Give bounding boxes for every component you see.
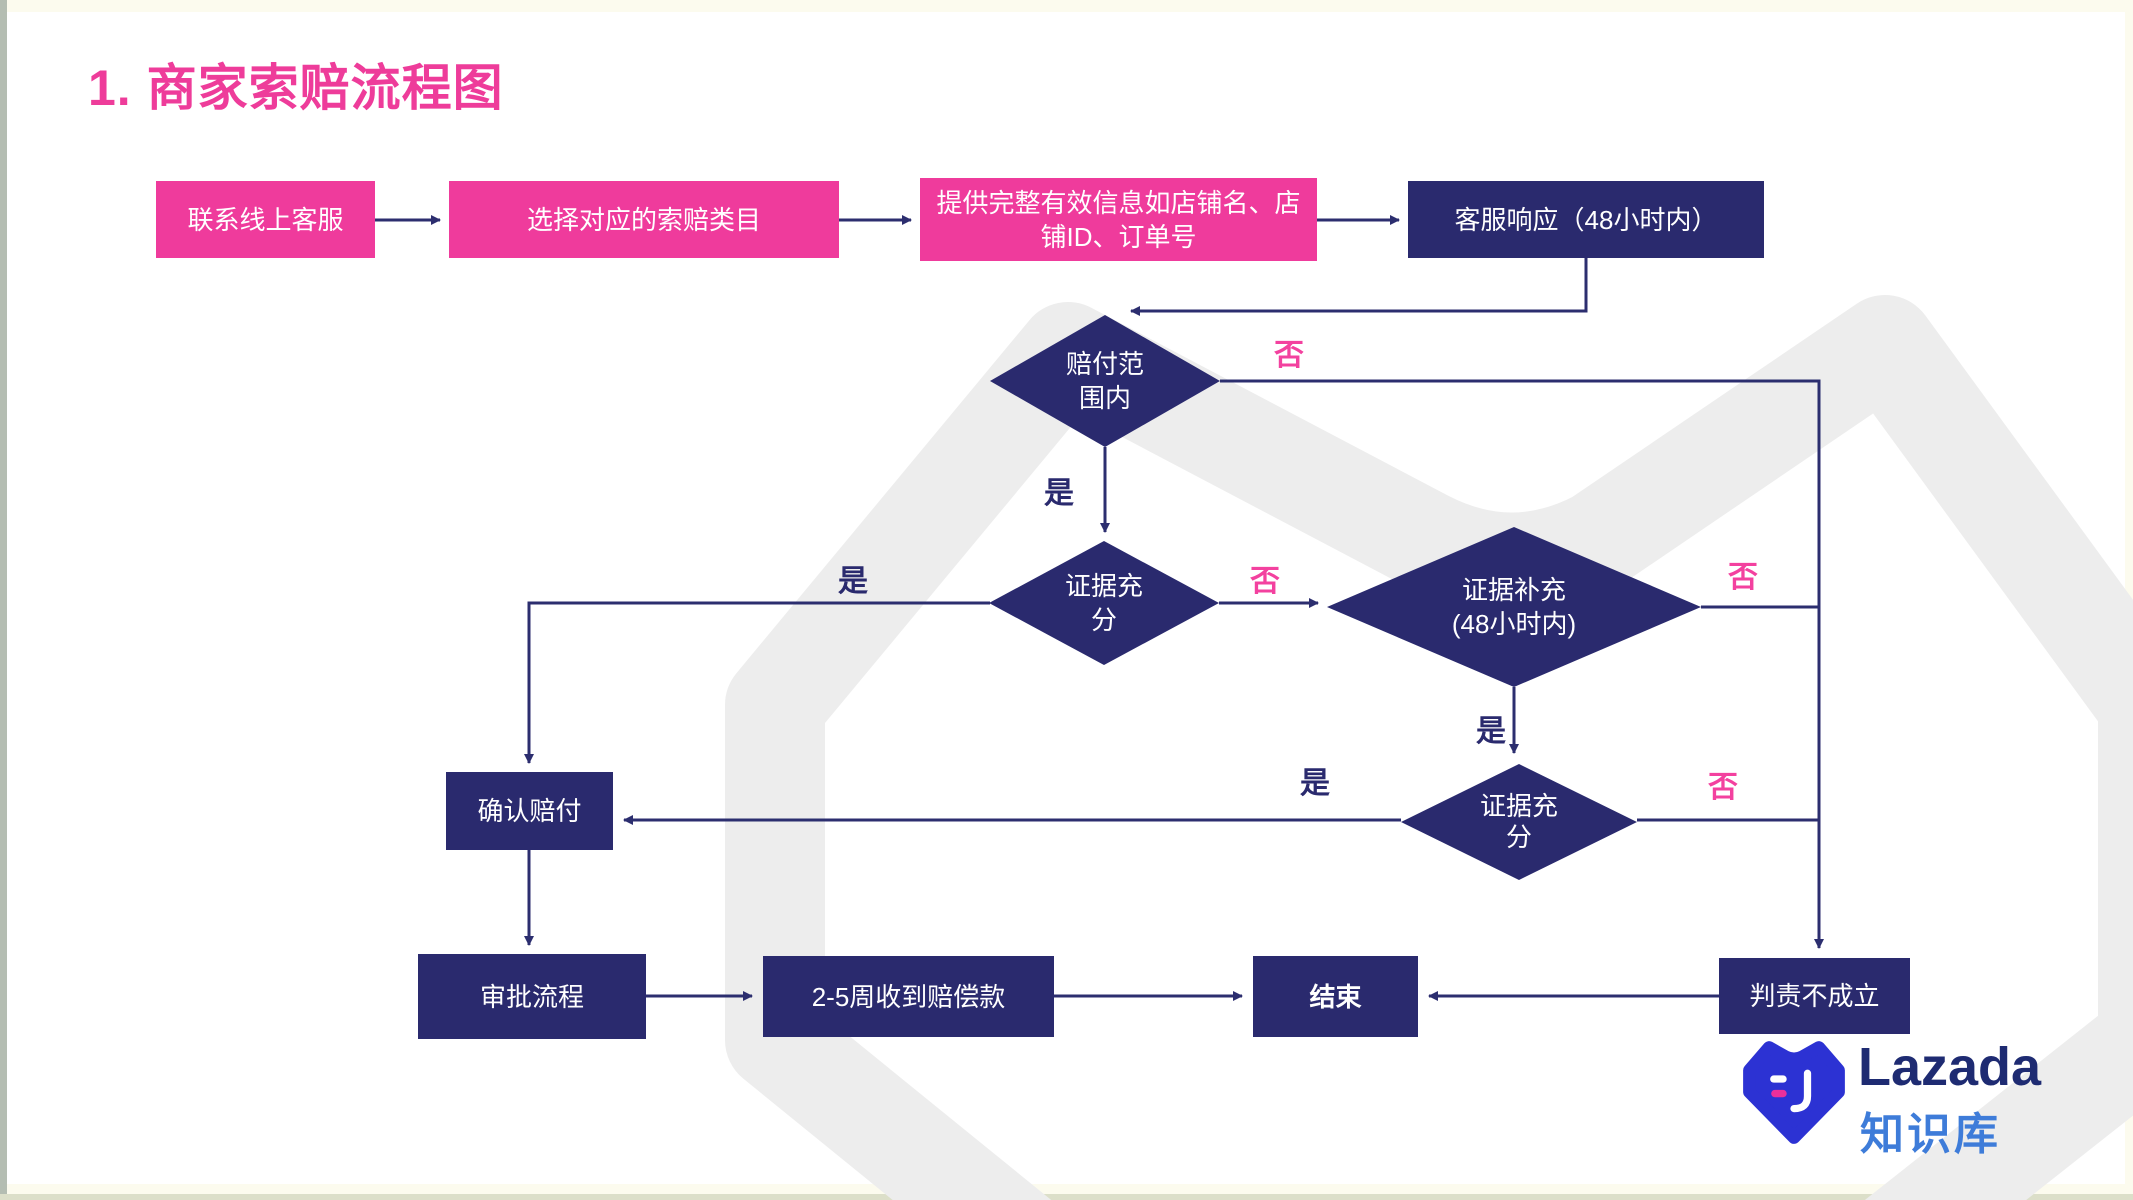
step-approval-process: 审批流程	[418, 954, 646, 1039]
step-confirm-payout: 确认赔付	[446, 772, 613, 850]
step-end-label: 结束	[1309, 981, 1362, 1012]
page-title: 1. 商家索赔流程图	[88, 60, 504, 116]
step-contact-support: 联系线上客服	[156, 181, 375, 258]
step-cs-response-label: 客服响应（48小时内）	[1454, 204, 1718, 235]
decision-evidence-sufficient-2-label: 证据充分	[1479, 791, 1558, 852]
decision-evidence-sufficient-1-label: 证据充分	[1064, 571, 1143, 635]
edge-label-yes-evidence1: 是	[838, 565, 868, 598]
step-confirm-payout-label: 确认赔付	[477, 796, 582, 826]
decision-evidence-supplement-line2: (48小时内)	[1451, 609, 1577, 639]
bottom-edge-line	[0, 1194, 2133, 1200]
step-cs-response: 客服响应（48小时内）	[1408, 181, 1764, 258]
edge-label-no-evidence2: 否	[1708, 771, 1738, 804]
step-receive-payment: 2-5周收到赔偿款	[763, 956, 1054, 1037]
edge-label-no-supplement: 否	[1728, 561, 1758, 594]
lazada-brand-text: Lazada	[1858, 1037, 2042, 1097]
step-receive-payment-label: 2-5周收到赔偿款	[811, 981, 1006, 1012]
step-choose-category-label: 选择对应的索赔类目	[526, 204, 761, 235]
step-approval-process-label: 审批流程	[479, 981, 584, 1012]
edge-label-yes-scope: 是	[1044, 477, 1074, 510]
decision-evidence-supplement-line1: 证据补充	[1461, 575, 1566, 605]
step-provide-info-label: 提供完整有效信息如店铺名、店铺ID、订单号	[936, 187, 1301, 252]
edge-scope-no-to-rejected	[1220, 379, 1824, 949]
lazada-heart-icon	[1743, 1041, 1845, 1144]
lazada-sub-text: 知识库	[1860, 1110, 2001, 1159]
edge-evidence1-yes	[524, 601, 990, 764]
step-provide-info: 提供完整有效信息如店铺名、店铺ID、订单号	[920, 178, 1317, 261]
step-choose-category: 选择对应的索赔类目	[449, 181, 839, 258]
edge-response-to-scope	[1130, 258, 1588, 316]
left-edge-strip	[0, 0, 7, 1200]
edge-label-no-scope: 否	[1274, 339, 1304, 372]
step-claim-rejected: 判责不成立	[1719, 958, 1910, 1034]
edge-label-yes-evidence2: 是	[1300, 767, 1330, 800]
edge-label-no-evidence1: 否	[1250, 565, 1280, 598]
step-claim-rejected-label: 判责不成立	[1749, 981, 1880, 1011]
step-contact-support-label: 联系线上客服	[187, 204, 344, 235]
step-end: 结束	[1253, 956, 1418, 1037]
decision-within-scope-label: 赔付范围内	[1065, 349, 1144, 413]
edge-label-yes-supplement: 是	[1476, 715, 1506, 748]
lazada-knowledge-base-logo: Lazada 知识库	[1742, 1034, 2133, 1164]
